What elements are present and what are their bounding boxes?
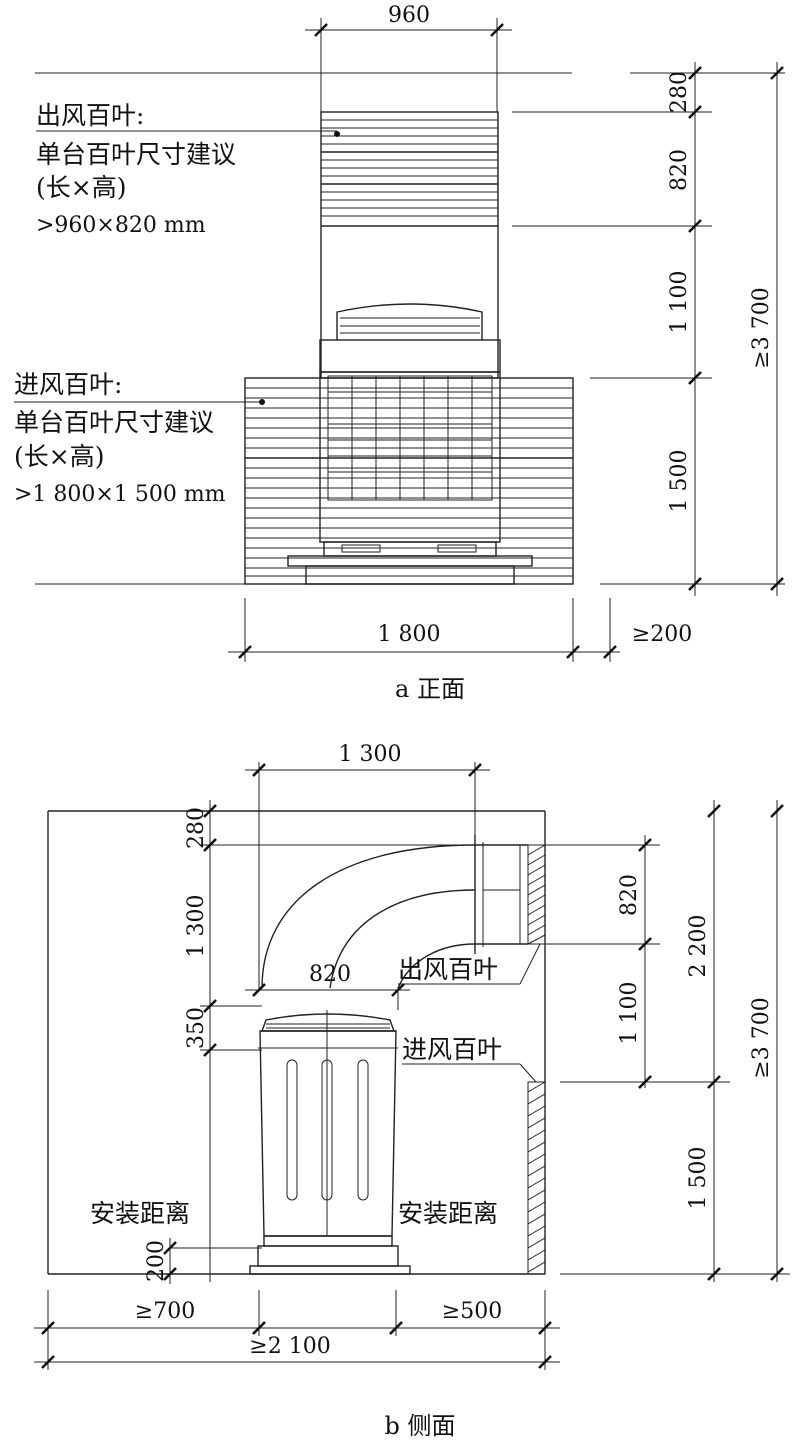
- front-dim-1500: 1 500: [667, 450, 692, 513]
- outdoor-unit-side: [249, 1010, 411, 1275]
- front-dim-820: 820: [667, 149, 692, 191]
- side-dim-350: 350: [184, 1007, 209, 1049]
- curved-air-duct: [261, 835, 528, 989]
- side-dim-1300-top: 1 300: [339, 742, 402, 767]
- side-dim-3700: ≥3 700: [749, 997, 774, 1078]
- side-clearance-right: 安装距离: [398, 1199, 498, 1228]
- outlet-leader-dot: [334, 131, 340, 137]
- side-dim-2200: 2 200: [686, 915, 711, 978]
- front-caption: a 正面: [395, 675, 465, 703]
- outlet-note-line3: (长×高): [36, 173, 126, 202]
- side-dim-1100: 1 100: [617, 982, 642, 1045]
- outlet-louver: [320, 111, 499, 379]
- side-inlet-label: 进风百叶: [402, 1035, 502, 1064]
- side-dim-820-duct: 820: [309, 962, 351, 987]
- outlet-note-line2: 单台百叶尺寸建议: [36, 140, 236, 169]
- side-outlet-label: 出风百叶: [398, 955, 498, 984]
- inlet-note-line3: (长×高): [14, 442, 104, 471]
- side-dim-500: ≥500: [442, 1299, 502, 1324]
- inlet-note-size: >1 800×1 500 mm: [14, 482, 226, 507]
- side-view: 1 300 820 280 1 300 350 200: [34, 742, 790, 1440]
- front-view: 960 280 820 1 100 1 500 ≥3 700 1 800 ≥20…: [14, 3, 785, 703]
- side-dim-200: 200: [144, 1240, 169, 1282]
- inlet-wall-hatch: [527, 1081, 546, 1275]
- side-dim-1300-left: 1 300: [184, 895, 209, 958]
- front-dim-200: ≥200: [632, 622, 692, 647]
- outlet-note-title: 出风百叶:: [36, 101, 144, 130]
- front-dim-280: 280: [667, 71, 692, 113]
- outlet-wall-hatch: [527, 844, 546, 945]
- inlet-leader-dot: [259, 399, 265, 405]
- side-clearance-left: 安装距离: [90, 1199, 190, 1228]
- outlet-note-size: >960×820 mm: [36, 213, 206, 238]
- side-dim-820-right: 820: [617, 874, 642, 916]
- inlet-note-line2: 单台百叶尺寸建议: [14, 408, 214, 437]
- front-dim-960: 960: [388, 3, 430, 28]
- front-dim-1800: 1 800: [378, 622, 441, 647]
- side-dim-1500: 1 500: [686, 1147, 711, 1210]
- inlet-note-title: 进风百叶:: [14, 370, 122, 399]
- side-dim-280: 280: [184, 807, 209, 849]
- inlet-louver: [244, 377, 574, 585]
- outdoor-unit-front: [287, 303, 533, 585]
- side-caption: b 侧面: [385, 1412, 456, 1440]
- side-dim-2100: ≥2 100: [249, 1334, 330, 1359]
- front-dim-1100: 1 100: [667, 271, 692, 334]
- side-dim-700: ≥700: [135, 1299, 195, 1324]
- front-dim-3700: ≥3 700: [749, 287, 774, 368]
